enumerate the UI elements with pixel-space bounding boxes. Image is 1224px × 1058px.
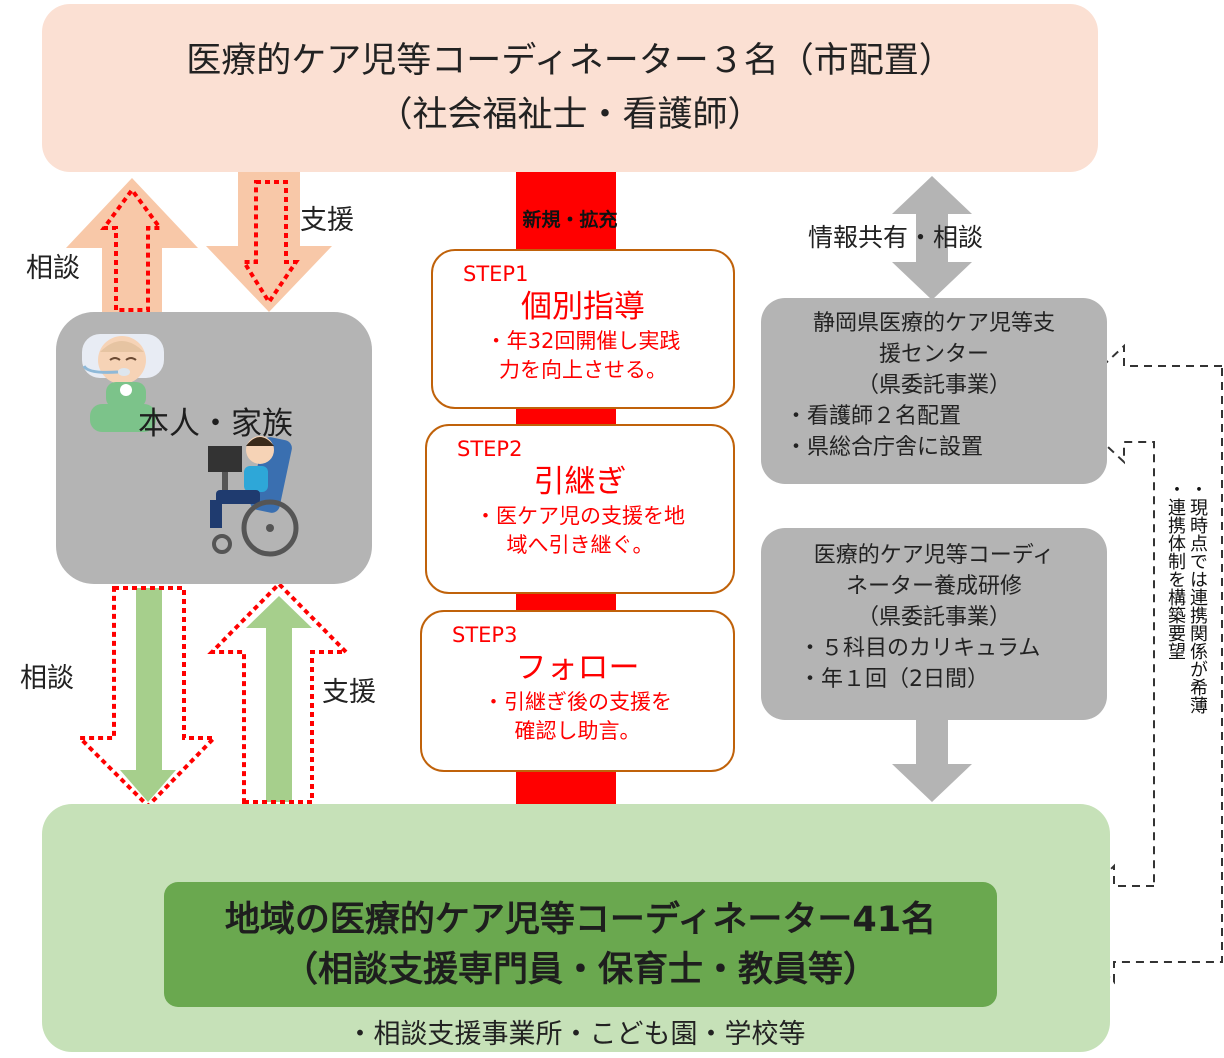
step2-title: 引継ぎ — [533, 464, 627, 500]
gray-down-arrow — [892, 720, 972, 802]
step1-desc-line2: 力を向上させる。 — [499, 358, 667, 382]
local-coordinator-places: ・相談支援事業所・こども園・学校等 — [346, 1019, 806, 1050]
consult-label-bottom: 相談 — [20, 663, 74, 694]
step2-desc-line2: 域へ引き継ぐ。 — [506, 533, 654, 557]
vertical-note: ・現時点では連携関係が希薄 ・連携体制を構築要望 — [1164, 480, 1208, 810]
family-label: 本人・家族 — [138, 406, 293, 442]
green-up-dotted-outline — [207, 581, 351, 804]
step1-title: 個別指導 — [521, 289, 645, 325]
green-down-arrow — [120, 588, 176, 802]
step1-id: STEP1 — [463, 262, 529, 286]
peach-up-arrow — [66, 178, 198, 312]
training-title-line3: （県委託事業） — [856, 605, 1011, 630]
peach-down-arrow — [206, 172, 332, 312]
coordinator-training-box: 医療的ケア児等コーディ ネーター養成研修 （県委託事業） ・５科目のカリキュラム… — [761, 528, 1107, 720]
green-up-arrow — [246, 596, 312, 802]
support-label-bottom: 支援 — [322, 677, 376, 708]
pref-center-title-line3: （県委託事業） — [856, 373, 1011, 398]
local-coordinator-subtitle: （相談支援専門員・保育士・教員等） — [282, 949, 878, 990]
pref-center-title-line1: 静岡県医療的ケア児等支 — [812, 311, 1055, 336]
child-in-wheelchair-icon — [208, 436, 299, 557]
prefecture-support-center-box: 静岡県医療的ケア児等支 援センター （県委託事業） ・看護師２名配置 ・県総合庁… — [761, 298, 1107, 484]
support-label-top: 支援 — [300, 205, 354, 236]
step3-desc-line2: 確認し助言。 — [514, 719, 641, 743]
pref-center-point1: ・看護師２名配置 — [785, 404, 962, 429]
consult-label-top: 相談 — [26, 253, 80, 284]
vertical-note-line1: ・現時点では連携関係が希薄 — [1187, 480, 1208, 714]
step1-box: STEP1 個別指導 ・年32回開催し実践 力を向上させる。 — [431, 249, 735, 409]
step3-title: フォロー — [515, 650, 640, 686]
city-coordinator-box: 医療的ケア児等コーディネーター３名（市配置） （社会福祉士・看護師） — [42, 4, 1098, 172]
training-title-line2: ネーター養成研修 — [845, 574, 1022, 599]
step2-id: STEP2 — [457, 437, 523, 461]
new-expand-label: 新規・拡充 — [522, 209, 618, 231]
step2-box: STEP2 引継ぎ ・医ケア児の支援を地 域へ引き継ぐ。 — [425, 424, 735, 594]
step3-box: STEP3 フォロー ・引継ぎ後の支援を 確認し助言。 — [420, 610, 735, 772]
step3-id: STEP3 — [452, 623, 518, 647]
step3-desc-line1: ・引継ぎ後の支援を — [483, 690, 672, 714]
info-share-label: 情報共有・相談 — [808, 223, 984, 252]
local-coordinator-box: 地域の医療的ケア児等コーディネーター41名 （相談支援専門員・保育士・教員等） — [164, 882, 997, 1007]
step1-desc-line1: ・年32回開催し実践 — [485, 329, 681, 353]
peach-down-dotted-outline — [240, 180, 300, 306]
local-coordinator-title: 地域の医療的ケア児等コーディネーター41名 — [224, 899, 937, 940]
pref-center-point2: ・県総合庁舎に設置 — [785, 435, 984, 460]
vertical-note-line2: ・連携体制を構築要望 — [1165, 480, 1186, 660]
peach-up-dotted-outline — [100, 186, 164, 312]
city-coordinator-subtitle: （社会福祉士・看護師） — [377, 95, 763, 135]
step2-desc-line1: ・医ケア児の支援を地 — [475, 504, 685, 528]
training-title-line1: 医療的ケア児等コーディ — [813, 543, 1055, 568]
gray-double-arrow — [892, 176, 972, 300]
training-point2: ・年１回（2日間） — [799, 667, 989, 692]
baby-with-tube-icon — [82, 334, 164, 432]
city-coordinator-title: 医療的ケア児等コーディネーター３名（市配置） — [186, 41, 954, 81]
training-point1: ・５科目のカリキュラム — [799, 636, 1041, 661]
green-down-dotted-outline — [75, 586, 219, 809]
pref-center-title-line2: 援センター — [878, 342, 989, 367]
